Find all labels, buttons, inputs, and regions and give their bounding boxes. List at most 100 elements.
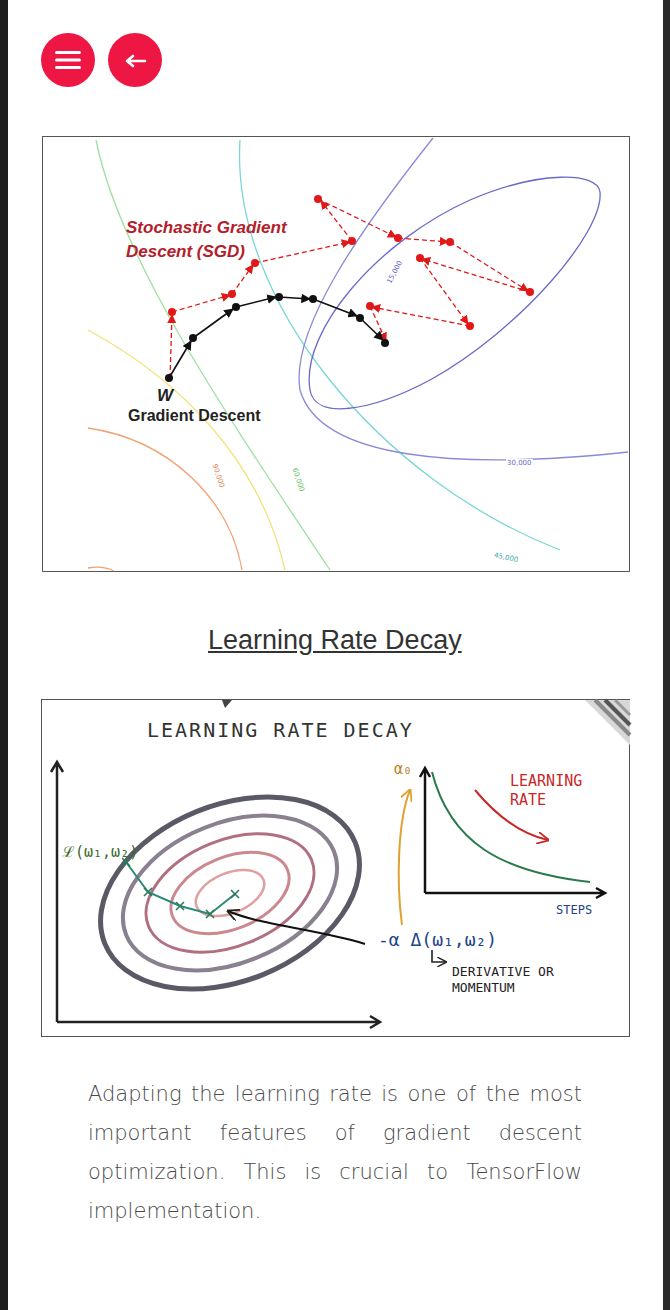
drawing-part <box>129 811 332 975</box>
contour-value: 15,000 <box>385 259 405 286</box>
drawing-part <box>585 700 630 745</box>
drawing-part <box>275 293 283 301</box>
window-edge <box>0 0 8 1310</box>
drawing-part <box>88 428 242 570</box>
drawing-part <box>193 309 233 338</box>
drawing-part <box>450 242 528 291</box>
drawing-part <box>466 322 474 330</box>
drawing-part <box>348 237 356 245</box>
update-formula: -α Δ(ω₁,ω₂) <box>378 929 497 951</box>
drawing-part <box>72 761 388 1025</box>
drawing-part <box>446 238 454 246</box>
drawing-part <box>605 700 630 725</box>
drawing-part <box>318 199 396 237</box>
figure-title: LEARNING RATE DECAY <box>147 718 414 742</box>
drawing-part <box>615 700 630 715</box>
drawing-part <box>251 259 259 267</box>
formula-note: DERIVATIVE OR MOMENTUM <box>452 964 592 997</box>
drawing-part <box>360 318 383 340</box>
drawing-part <box>232 303 240 311</box>
gd-label: Gradient Descent <box>128 406 260 425</box>
drawing-part <box>279 297 310 299</box>
drawing-part <box>41 33 95 87</box>
drawing-part <box>126 862 235 914</box>
body-paragraph: Adapting the learning rate is one of the… <box>88 1075 582 1231</box>
drawing-part <box>88 567 114 571</box>
section-heading: Learning Rate Decay <box>208 624 462 656</box>
drawing-part <box>51 762 63 1022</box>
contour-value: 60,000 <box>290 466 306 494</box>
drawing-part <box>299 138 628 460</box>
drawing-part <box>232 265 253 294</box>
drawing-part <box>228 290 236 298</box>
drawing-part <box>144 888 152 896</box>
loss-label: ℒ(ω₁,ω₂) <box>62 843 138 861</box>
drawing-part <box>420 768 430 893</box>
drawing-part <box>420 258 468 324</box>
drawing-part <box>240 140 560 550</box>
drawing-part <box>595 700 630 735</box>
sgd-label: Stochastic Gradient Descent (SGD) <box>126 216 298 264</box>
drawing-part <box>100 786 360 1000</box>
drawing-part <box>231 890 239 898</box>
drawing-part <box>168 195 534 330</box>
drawing-part <box>176 902 184 910</box>
contour-value: 90,000 <box>210 462 226 490</box>
drawing-part <box>108 33 162 87</box>
window-edge <box>663 0 670 1310</box>
drawing-part <box>236 297 276 307</box>
drawing-part <box>416 254 424 262</box>
initial-rate-label: α₀ <box>394 760 412 778</box>
drawing-part <box>170 315 172 378</box>
drawing-part <box>309 177 600 409</box>
drawing-part <box>122 858 239 918</box>
drawing-part <box>314 195 322 203</box>
drawing-part <box>159 836 301 949</box>
drawing-part <box>165 374 173 382</box>
drawing-part <box>55 51 81 54</box>
drawing-part <box>398 238 448 242</box>
drawing-part <box>43 137 630 572</box>
contour-value: 45,000 <box>492 551 520 565</box>
drawing-part <box>127 56 145 66</box>
drawing-part <box>72 761 388 1025</box>
drawing-part <box>55 59 81 62</box>
back-button <box>108 33 162 87</box>
drawing-part <box>189 334 197 342</box>
drawing-part <box>526 288 534 296</box>
axis-label: STEPS <box>556 903 592 917</box>
drawing-part <box>255 242 350 263</box>
drawing-part <box>165 293 389 382</box>
drawing-part <box>189 861 271 925</box>
drawing-part <box>169 297 383 378</box>
drawing-part <box>366 302 374 310</box>
drawing-part <box>228 911 365 944</box>
learning-rate-decay-figure <box>42 700 631 1037</box>
drawing-part <box>309 295 317 303</box>
gradient-descent-figure <box>43 137 630 572</box>
menu-button <box>41 33 95 87</box>
drawing-part <box>321 201 352 241</box>
drawing-part <box>313 299 357 316</box>
drawing-part <box>422 259 530 292</box>
drawing-part <box>399 790 410 925</box>
start-point-label: W <box>157 386 173 406</box>
drawing-part <box>88 330 285 570</box>
drawing-part <box>381 339 389 347</box>
drawing-part <box>222 700 232 708</box>
drawing-part <box>356 314 364 322</box>
curve-label: LEARNING RATE <box>510 772 600 810</box>
drawing-part <box>168 308 176 316</box>
drawing-part <box>55 66 81 69</box>
drawing-part <box>425 888 605 898</box>
drawing-part <box>206 910 214 918</box>
drawing-part <box>96 140 330 570</box>
drawing-part <box>394 234 402 242</box>
contour-value: 30,000 <box>506 459 533 467</box>
drawing-part <box>57 1016 380 1028</box>
drawing-part <box>372 307 470 326</box>
drawing-part <box>169 341 191 378</box>
drawing-part <box>172 295 230 312</box>
